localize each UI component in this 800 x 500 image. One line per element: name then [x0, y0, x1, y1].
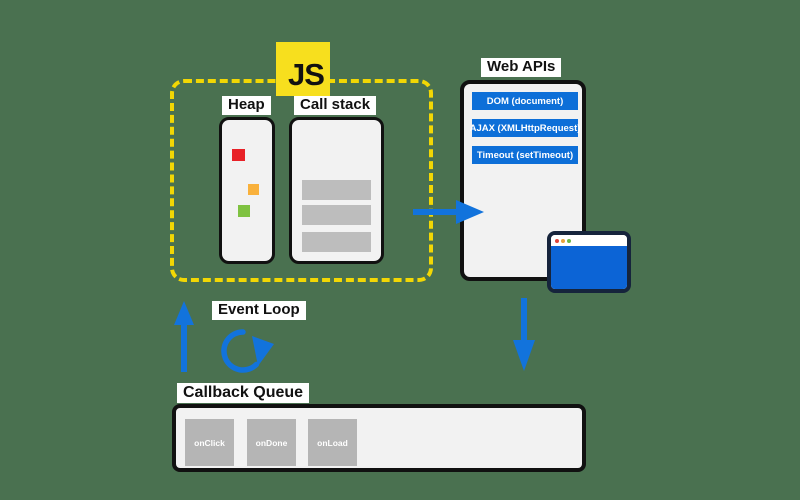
callback-item-ondone: onDone: [247, 419, 296, 466]
event-loop-label: Event Loop: [212, 301, 306, 320]
stack-frame: [302, 180, 371, 200]
web-api-item-dom: DOM (document): [472, 92, 578, 110]
call-stack-panel: [289, 117, 384, 264]
browser-dot-orange-icon: [561, 238, 565, 243]
callback-item-onclick: onClick: [185, 419, 234, 466]
heap-panel: [219, 117, 275, 264]
heap-object-red: [232, 149, 245, 161]
stack-frame: [302, 232, 371, 252]
web-apis-label: Web APIs: [481, 58, 562, 77]
browser-viewport: [551, 246, 627, 289]
js-logo-icon: JS: [276, 42, 330, 96]
browser-dot-red-icon: [555, 238, 559, 243]
stack-frame: [302, 205, 371, 225]
arrow-queue-to-callstack-icon: [174, 301, 194, 372]
browser-titlebar: [551, 235, 627, 246]
web-api-item-timeout: Timeout (setTimeout): [472, 146, 578, 164]
callback-item-onload: onLoad: [308, 419, 357, 466]
browser-window-icon: [547, 231, 631, 293]
callback-queue-panel: onClick onDone onLoad: [172, 404, 586, 472]
browser-dot-green-icon: [567, 238, 571, 243]
callback-queue-label: Callback Queue: [177, 383, 310, 403]
call-stack-label: Call stack: [294, 96, 377, 115]
heap-label: Heap: [222, 96, 271, 115]
event-loop-cycle-icon: [221, 329, 274, 373]
heap-object-green: [238, 205, 250, 217]
web-api-item-ajax: AJAX (XMLHttpRequest): [470, 119, 580, 137]
js-logo-text: JS: [288, 57, 325, 92]
heap-object-orange: [248, 184, 259, 195]
arrow-webapis-to-queue-icon: [513, 298, 535, 371]
arrow-callstack-to-webapis-icon: [413, 200, 484, 224]
